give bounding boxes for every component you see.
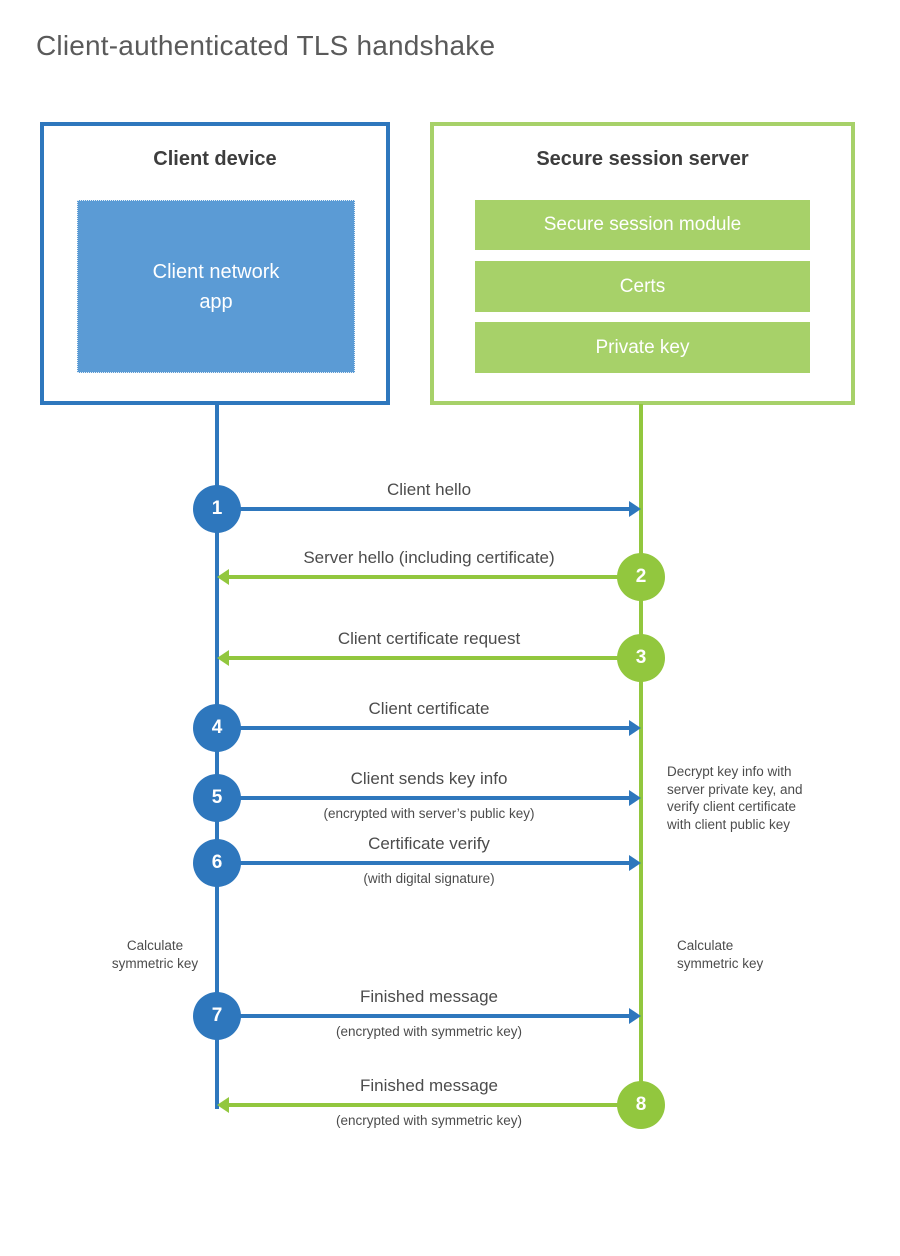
step-4-label: Client certificate <box>368 699 490 718</box>
step-1-badge: 1 <box>193 485 241 533</box>
client-calculate-note: Calculate symmetric key <box>111 938 199 971</box>
step-6-arrowhead-icon <box>629 855 641 871</box>
server-module-private-key: Private key <box>475 322 810 373</box>
step-8-arrowhead-icon <box>217 1097 229 1113</box>
step-5-label: Client sends key info <box>350 769 508 788</box>
step-1-arrow <box>237 507 629 511</box>
step-7-arrow <box>237 1014 629 1018</box>
server-decrypt-note: Decrypt key info with server private key… <box>667 764 803 832</box>
step-2-arrowhead-icon <box>217 569 229 585</box>
step-5-arrowhead-icon <box>629 790 641 806</box>
step-3-arrow <box>229 656 621 660</box>
step-5-badge: 5 <box>193 774 241 822</box>
step-6-badge: 6 <box>193 839 241 887</box>
step-3-label: Client certificate request <box>337 629 521 648</box>
server-lifeline <box>639 404 643 1107</box>
step-7-sublabel: (encrypted with symmetric key) <box>335 1024 523 1039</box>
step-4-arrowhead-icon <box>629 720 641 736</box>
client-lifeline <box>215 404 219 1109</box>
step-8-arrow <box>229 1103 621 1107</box>
secure-session-server-title: Secure session server <box>536 148 749 170</box>
step-6-label: Certificate verify <box>368 834 490 853</box>
client-device-title: Client device <box>153 148 277 170</box>
step-6-arrow <box>237 861 629 865</box>
step-1-label: Client hello <box>386 480 472 499</box>
step-8-sublabel: (encrypted with symmetric key) <box>335 1113 523 1128</box>
step-8-badge: 8 <box>617 1081 665 1129</box>
step-5-arrow <box>237 796 629 800</box>
step-6-sublabel: (with digital signature) <box>363 871 495 886</box>
step-3-arrowhead-icon <box>217 650 229 666</box>
step-7-arrowhead-icon <box>629 1008 641 1024</box>
step-2-badge: 2 <box>617 553 665 601</box>
step-7-badge: 7 <box>193 992 241 1040</box>
server-module-certs: Certs <box>475 261 810 312</box>
page-title: Client-authenticated TLS handshake <box>36 30 496 61</box>
step-4-badge: 4 <box>193 704 241 752</box>
server-module-secure-session: Secure session module <box>475 200 810 250</box>
step-2-arrow <box>229 575 621 579</box>
client-network-app-rect: Client network app <box>77 200 355 373</box>
step-8-label: Finished message <box>360 1076 498 1095</box>
step-2-label: Server hello (including certificate) <box>303 548 555 567</box>
step-4-arrow <box>237 726 629 730</box>
step-5-sublabel: (encrypted with server’s public key) <box>323 806 535 821</box>
server-calculate-note: Calculate symmetric key <box>677 938 764 971</box>
step-3-badge: 3 <box>617 634 665 682</box>
step-1-arrowhead-icon <box>629 501 641 517</box>
step-7-label: Finished message <box>360 987 498 1006</box>
